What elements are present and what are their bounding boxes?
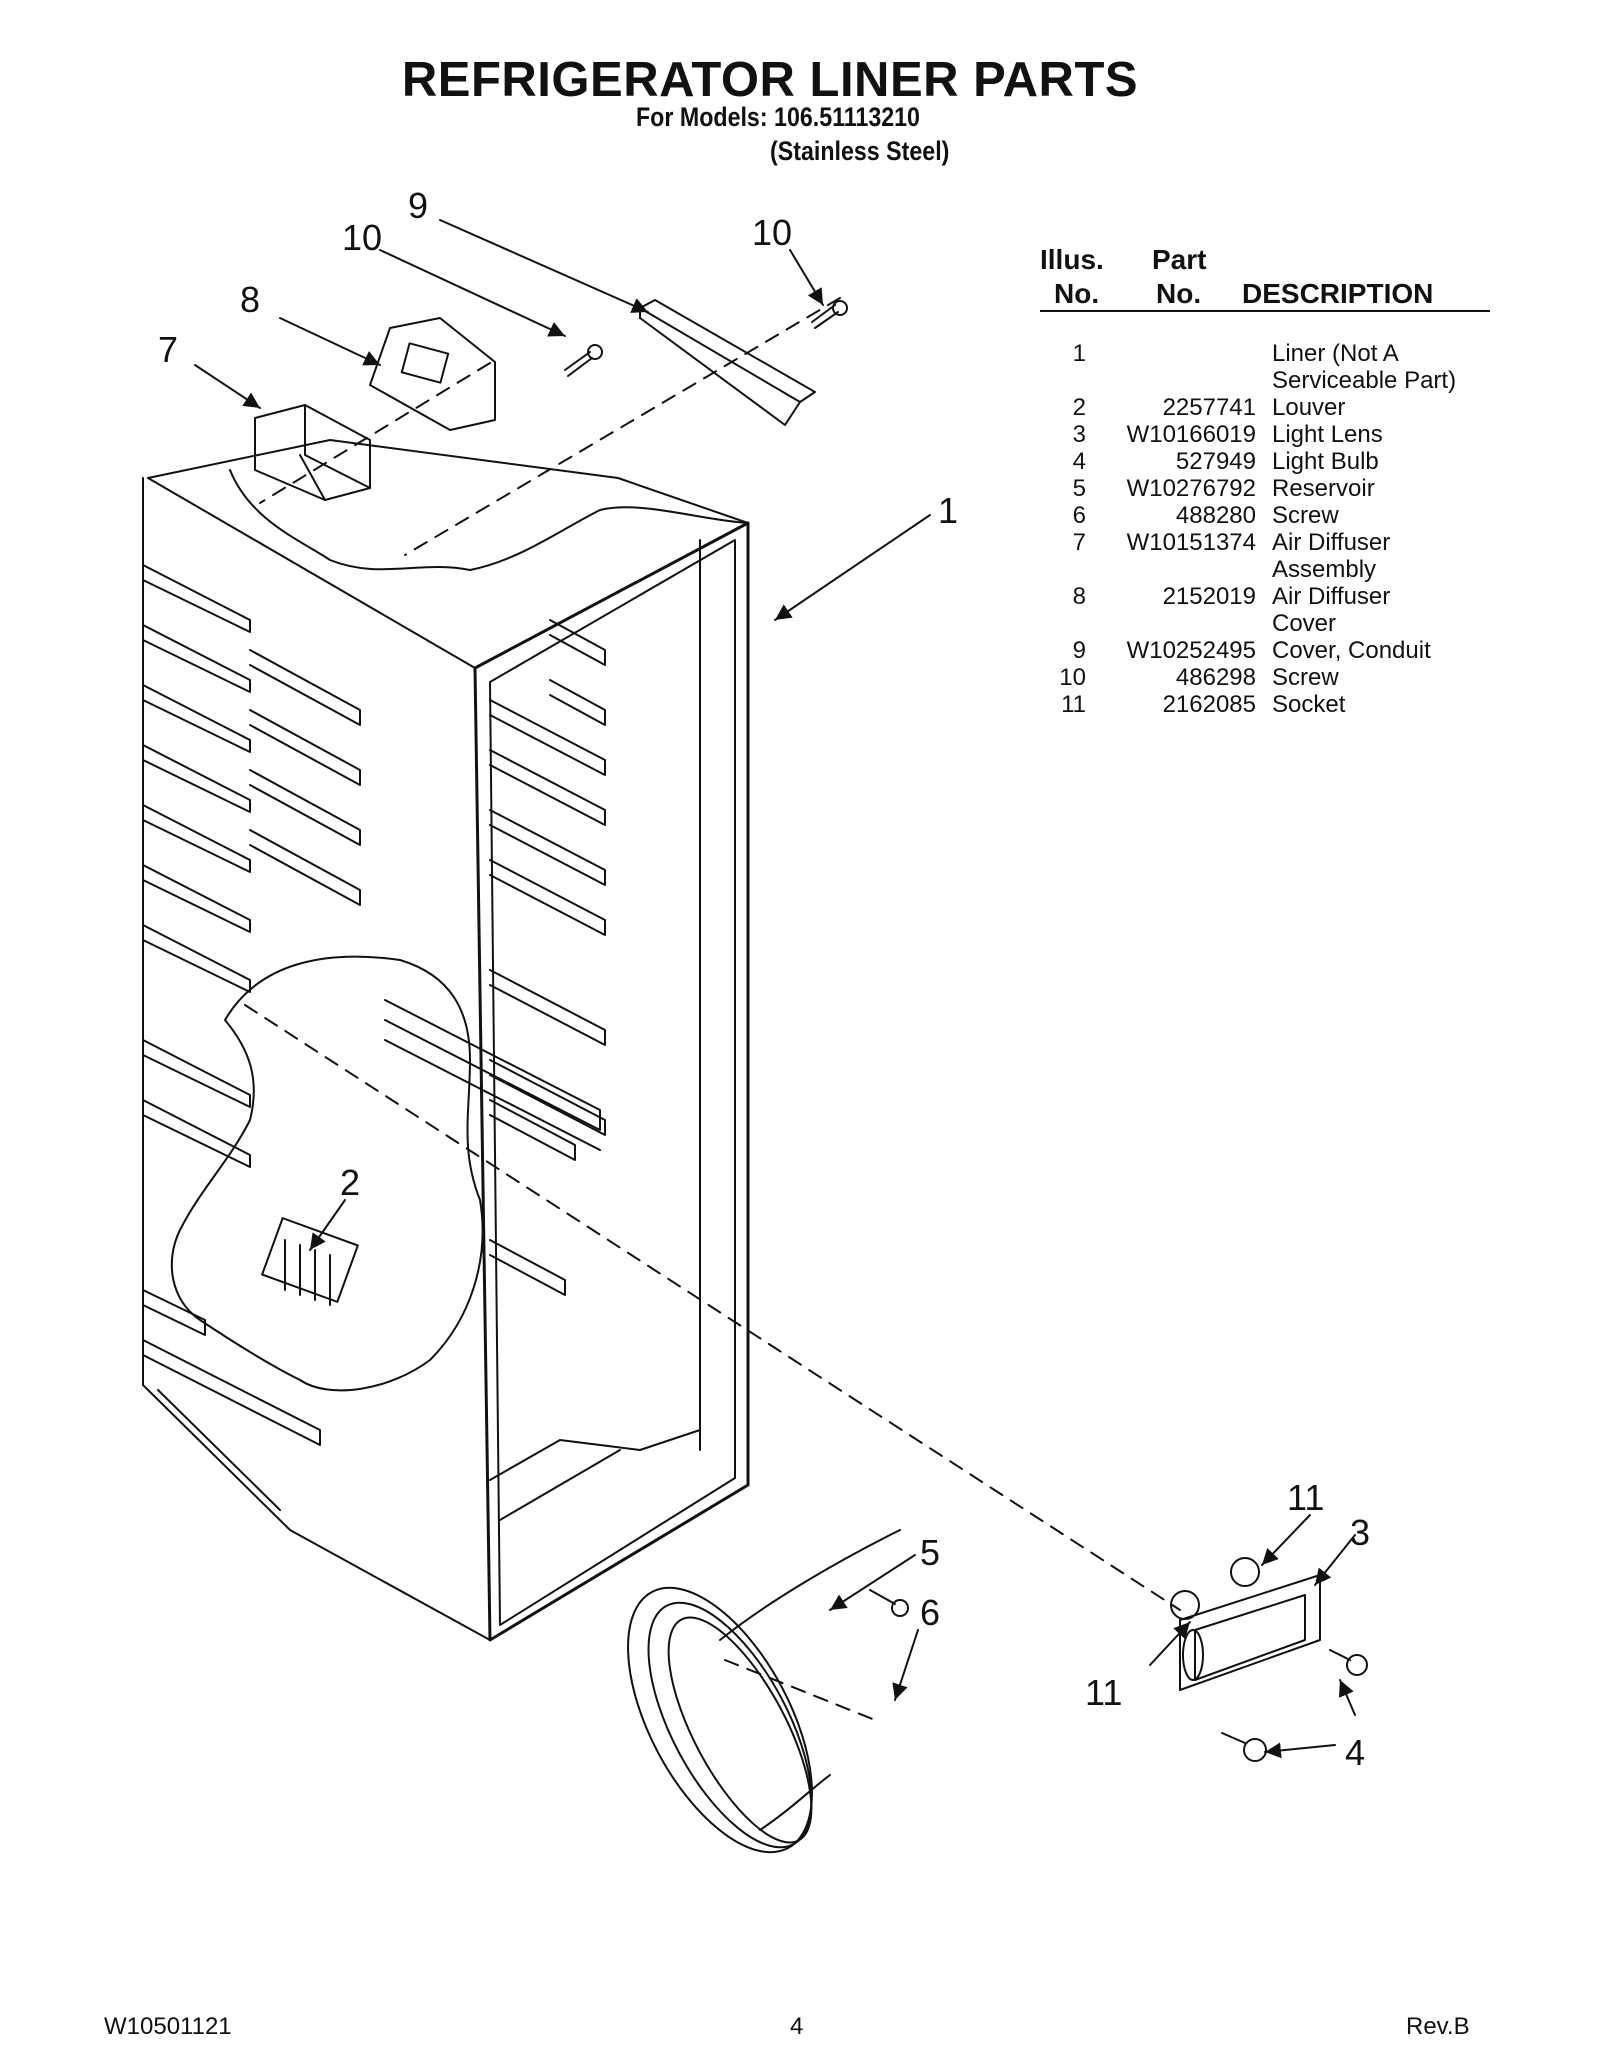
liner-body [142,439,750,1642]
document-number: W10501121 [104,2013,232,2040]
page-title: REFRIGERATOR LINER PARTS [401,53,1139,107]
table-row: 7 W10151374 Air Diffuser [1040,529,1490,556]
leader-lines [194,219,1356,1759]
illus-number: 3 [1072,421,1086,448]
part-number: 2257741 [1162,394,1256,421]
illus-number: 5 [1072,475,1086,502]
part-description-continued: Serviceable Part) [1272,367,1457,394]
part-number: 2152019 [1162,583,1256,610]
header-part-top: Part [1152,244,1207,275]
header-description: DESCRIPTION [1242,278,1434,309]
illus-number: 1 [1072,340,1086,367]
callout-labels: 1 2 3 4 5 6 7 8 9 10 10 11 11 [158,185,1370,1773]
part-description: Screw [1272,664,1339,691]
part-number [1086,340,1256,367]
models-line: For Models: 106.51113210 [636,102,920,132]
left-shelf-rails [142,564,361,1446]
air-diffuser-cover-part [369,317,496,431]
finish-line: (Stainless Steel) [770,136,950,166]
callout-8: 8 [240,279,260,320]
part-description: Cover, Conduit [1272,637,1431,664]
parts-table: Illus. No. Part No. DESCRIPTION 1 Liner (… [1040,238,1490,718]
illus-number: 10 [1059,664,1086,691]
table-row: 3 W10166019 Light Lens [1040,421,1490,448]
part-number: 2162085 [1162,691,1256,718]
part-description: Light Lens [1272,421,1383,448]
revision: Rev.B [1406,2013,1470,2040]
callout-5: 5 [920,1532,940,1573]
header-illus-bottom: No. [1054,278,1100,309]
part-description: Light Bulb [1272,448,1379,475]
callout-10-left: 10 [342,217,382,258]
air-diffuser-assembly-part [254,404,371,501]
illus-number: 7 [1072,529,1086,556]
right-shelf-rails [489,619,606,1296]
table-row: 11 2162085 Socket [1040,691,1490,718]
table-row: 6 488280 Screw [1040,502,1490,529]
part-description: Screw [1272,502,1339,529]
light-assembly-parts [1170,1557,1368,1762]
part-number: W10166019 [1126,421,1256,448]
part-number: 527949 [1175,448,1256,475]
table-row: 5 W10276792 Reservoir [1040,475,1490,502]
assembly-guide-lines [244,297,1181,1721]
part-description: Reservoir [1272,475,1375,502]
part-number: W10252495 [1126,637,1256,664]
illus-number: 4 [1072,448,1086,475]
table-row-continuation: Cover [1040,610,1490,637]
callout-2: 2 [340,1162,360,1203]
header-part-bottom: No. [1156,278,1202,309]
table-row: 8 2152019 Air Diffuser [1040,583,1490,610]
callout-10-right: 10 [752,212,792,253]
part-number: W10276792 [1126,475,1256,502]
callout-3: 3 [1350,1512,1370,1553]
illus-number: 9 [1072,637,1086,664]
table-row-continuation: Serviceable Part) [1040,367,1490,394]
screw-parts [564,300,909,1617]
table-row: 2 2257741 Louver [1040,394,1490,421]
callout-11-top: 11 [1287,1477,1324,1518]
conduit-cover-part [639,299,816,426]
callout-7: 7 [158,329,178,370]
callout-11-bottom: 11 [1085,1672,1122,1713]
part-description: Air Diffuser [1272,583,1391,610]
illus-number: 2 [1072,394,1086,421]
liner-cutaway [170,955,601,1392]
callout-4: 4 [1345,1732,1365,1773]
part-number: W10151374 [1126,529,1256,556]
illus-number: 11 [1061,691,1086,718]
table-row: 1 Liner (Not A [1040,340,1490,367]
callout-6: 6 [920,1592,940,1633]
illus-number: 6 [1072,502,1086,529]
illus-number: 8 [1072,583,1086,610]
reservoir-tubing-part [627,1529,901,1854]
part-description-continued: Assembly [1272,556,1377,583]
part-number: 488280 [1175,502,1256,529]
table-row-continuation: Assembly [1040,556,1490,583]
part-description: Air Diffuser [1272,529,1391,556]
part-description-continued: Cover [1272,610,1337,637]
part-description: Socket [1272,691,1346,718]
parts-table-header: Illus. No. Part No. DESCRIPTION [1040,238,1490,312]
page-number: 4 [790,2013,804,2040]
louver-part [261,1217,359,1306]
header-illus-top: Illus. [1040,244,1104,275]
table-row: 4 527949 Light Bulb [1040,448,1490,475]
callout-1: 1 [938,490,958,531]
table-row: 9 W10252495 Cover, Conduit [1040,637,1490,664]
table-row: 10 486298 Screw [1040,664,1490,691]
part-description: Louver [1272,394,1346,421]
part-number: 486298 [1175,664,1256,691]
callout-9: 9 [408,185,428,226]
part-description: Liner (Not A [1272,340,1399,367]
